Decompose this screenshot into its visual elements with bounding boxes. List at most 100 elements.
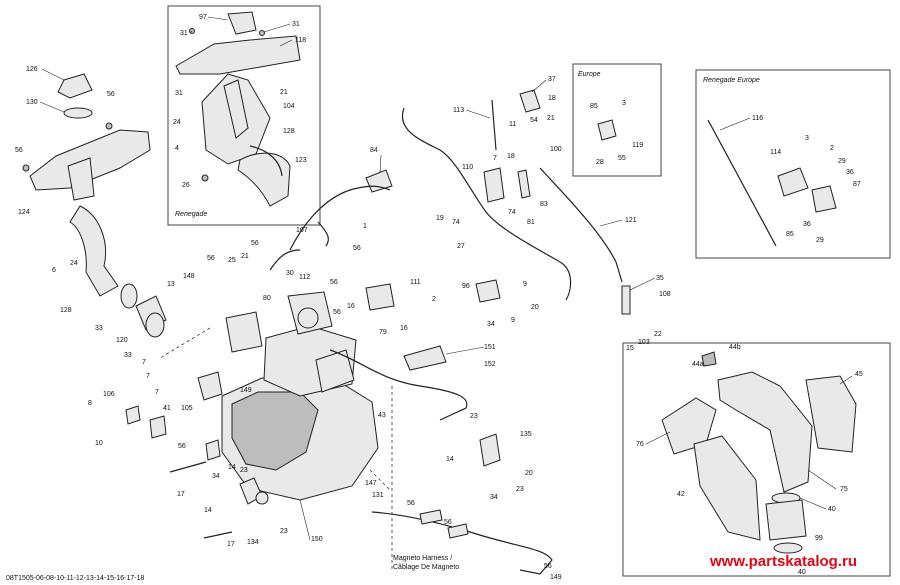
part-group-airbox-top-left — [22, 73, 151, 297]
callout-56: 56 — [107, 91, 115, 98]
callout-23: 23 — [516, 486, 524, 493]
part-116-cable — [707, 119, 777, 247]
part-123-duct — [237, 152, 291, 207]
callout-16: 16 — [400, 325, 408, 332]
callout-7: 7 — [155, 389, 159, 396]
callout-4: 4 — [175, 145, 179, 152]
callout-31: 31 — [180, 30, 188, 37]
callout-9: 9 — [511, 317, 515, 324]
part-128-intake-hose — [69, 205, 119, 297]
part-99-filter — [765, 499, 807, 541]
wire-main-harness — [289, 185, 391, 251]
callout-15: 15 — [626, 345, 634, 352]
part-110-lever — [483, 167, 505, 203]
part-114-lever — [777, 167, 809, 197]
part-33-clamp — [120, 283, 138, 309]
callout-31: 31 — [292, 21, 300, 28]
callout-17: 17 — [177, 491, 185, 498]
callout-128: 128 — [60, 307, 72, 314]
callout-135: 135 — [520, 431, 532, 438]
callout-103: 103 — [638, 339, 650, 346]
callout-149: 149 — [240, 387, 252, 394]
callout-56: 56 — [544, 563, 552, 570]
callout-24: 24 — [70, 260, 78, 267]
callout-3: 3 — [622, 100, 626, 107]
part-group-engine — [197, 169, 501, 501]
part-left-spacer — [205, 439, 221, 461]
part-group-intake-inset — [661, 351, 857, 554]
part-128-hose — [249, 145, 283, 177]
part-56-clip-lower-b — [447, 523, 469, 539]
callout-44a: 44a — [692, 361, 704, 368]
part-106-washer — [125, 405, 141, 425]
callout-30: 30 — [286, 270, 294, 277]
callout-37: 37 — [548, 76, 556, 83]
callout-36: 36 — [803, 221, 811, 228]
callout-3: 3 — [805, 135, 809, 142]
callout-85: 85 — [590, 103, 598, 110]
part-105-sensor — [197, 371, 223, 401]
magneto-harness-note: Magneto Harness / — [393, 555, 452, 562]
callout-114: 114 — [770, 149, 781, 156]
callout-110: 110 — [462, 164, 473, 171]
callout-labels: 97 31 31 118 31 21 104 24 4 128 123 26 1… — [15, 14, 863, 581]
callout-124: 124 — [18, 209, 30, 216]
callout-55: 55 — [618, 155, 626, 162]
part-45-cover — [805, 375, 857, 453]
callout-149: 149 — [550, 574, 562, 581]
part-76-elbow — [661, 397, 717, 455]
callout-79: 79 — [379, 329, 387, 336]
callout-75: 75 — [840, 486, 848, 493]
part-group-boots — [120, 283, 167, 338]
part-bushing — [255, 491, 269, 505]
callout-24: 24 — [173, 119, 181, 126]
callout-18: 18 — [507, 153, 515, 160]
part-33-clamp-b — [145, 312, 165, 338]
callout-130: 130 — [26, 99, 38, 106]
callout-147: 147 — [365, 480, 377, 487]
callout-40: 40 — [798, 569, 806, 576]
inset-box-renegade: Renegade — [167, 5, 321, 226]
callout-44b: 44b — [729, 344, 741, 351]
part-group-lower-parts — [125, 345, 501, 539]
callout-56: 56 — [333, 309, 341, 316]
part-41-mount — [149, 415, 167, 439]
inset-title-renegade-europe: Renegade Europe — [703, 77, 760, 84]
callout-23: 23 — [470, 413, 478, 420]
part-26-bolt — [201, 174, 209, 182]
part-27-cable — [401, 107, 572, 301]
callout-29: 29 — [838, 158, 846, 165]
callout-34: 34 — [212, 473, 220, 480]
dashed-reference-line-c — [369, 469, 391, 491]
callout-148: 148 — [183, 273, 195, 280]
part-113-rod — [491, 99, 497, 151]
part-135-bracket — [479, 433, 501, 467]
callout-14: 14 — [446, 456, 454, 463]
part-40-clamp-b — [773, 542, 803, 554]
callout-80: 80 — [263, 295, 271, 302]
callout-123: 123 — [295, 157, 307, 164]
callout-28: 28 — [596, 159, 604, 166]
site-watermark: www.partskatalog.ru — [709, 553, 857, 570]
part-97-cap — [227, 11, 257, 35]
callout-150: 150 — [311, 536, 323, 543]
inset-box-renegade-europe: Renegade Europe — [695, 69, 891, 259]
part-85-lever-europe — [597, 119, 617, 141]
callout-10: 10 — [95, 440, 103, 447]
callout-17: 17 — [227, 541, 235, 548]
callout-116: 116 — [752, 115, 763, 122]
callout-23: 23 — [240, 467, 248, 474]
inset-title-renegade: Renegade — [175, 211, 207, 218]
part-151-plate — [403, 345, 447, 371]
callout-112: 112 — [299, 274, 310, 281]
part-96-bracket — [475, 279, 501, 303]
part-throttle-bore — [297, 307, 319, 329]
callout-131: 131 — [372, 492, 384, 499]
leader-lines — [39, 16, 853, 541]
callout-108: 108 — [659, 291, 671, 298]
callout-128: 128 — [283, 128, 295, 135]
part-75-duct — [717, 371, 813, 493]
part-81-spring — [517, 169, 531, 199]
part-42-shield — [693, 435, 761, 541]
